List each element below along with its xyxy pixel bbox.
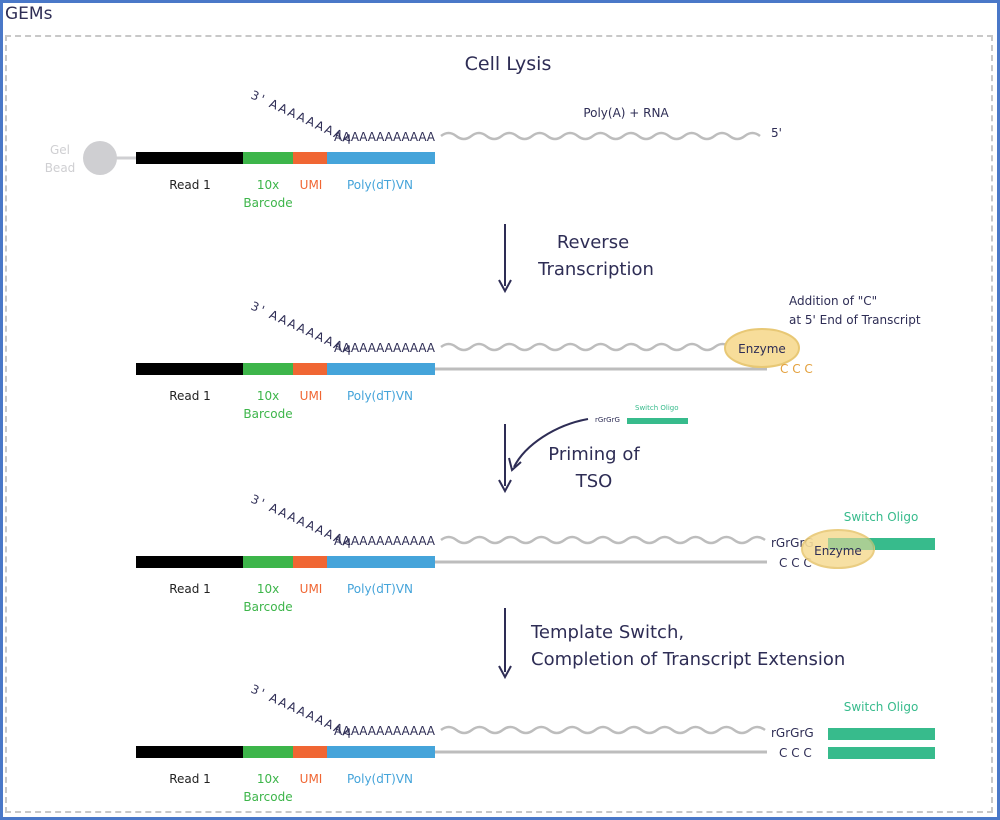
segment-label: 10x — [257, 178, 279, 192]
panel-title: GEMs — [5, 4, 53, 24]
polya-tail-char: ' — [258, 303, 266, 317]
segment-poly-dt-vn — [327, 363, 435, 375]
polya-tail-char: ' — [258, 686, 266, 700]
tso-small-label: Switch Oligo — [635, 404, 679, 412]
row4-switch-oligo-bar-top — [828, 728, 935, 740]
segment-umi — [293, 556, 327, 568]
segment-umi — [293, 152, 327, 164]
segment-label: Read 1 — [169, 178, 211, 192]
segment-10x-barcode — [243, 152, 293, 164]
row4-rgrgrg: rGrGrG — [771, 726, 814, 740]
segment-10x-barcode — [243, 556, 293, 568]
segment-label: Barcode — [243, 790, 292, 804]
step-title-reverse-transcription-line2: Transcription — [537, 259, 654, 280]
segment-read-1 — [136, 746, 243, 758]
segment-read-1 — [136, 152, 243, 164]
segment-label: Barcode — [243, 407, 292, 421]
step-title-template-switch-line2: Completion of Transcript Extension — [531, 649, 845, 670]
curved-priming-arrow — [508, 418, 589, 472]
segment-label: Poly(dT)VN — [347, 582, 413, 596]
gel-bead-label-line1: Gel — [50, 143, 70, 157]
addition-note-line2: at 5' End of Transcript — [789, 313, 921, 327]
segment-label: Poly(dT)VN — [347, 178, 413, 192]
gem-droplet-boundary — [5, 35, 993, 813]
enzyme-tso-label: Enzyme — [814, 544, 862, 558]
row3-switch-oligo-label: Switch Oligo — [844, 510, 919, 524]
polya-tail-straight: AAAAAAAAAAAA — [334, 341, 436, 355]
gel-bead-label-line2: Bead — [45, 161, 76, 175]
tso-small-rgrgrg: rGrGrG — [595, 416, 620, 424]
step-arrow-template-switch — [498, 608, 512, 680]
segment-umi — [293, 363, 327, 375]
row4-ccc: C C C — [779, 746, 812, 760]
segment-poly-dt-vn — [327, 152, 435, 164]
polya-tail-char: ' — [258, 496, 266, 510]
segment-10x-barcode — [243, 746, 293, 758]
mrna-strand — [440, 131, 761, 141]
enzyme-rt — [724, 328, 800, 368]
enzyme-tso — [801, 529, 875, 569]
segment-label: Barcode — [243, 196, 292, 210]
segment-label: UMI — [300, 772, 323, 786]
segment-label: 10x — [257, 772, 279, 786]
segment-label: Poly(dT)VN — [347, 389, 413, 403]
gel-bead — [83, 141, 136, 175]
segment-label: Read 1 — [169, 582, 211, 596]
segment-poly-dt-vn — [327, 556, 435, 568]
step-title-priming-line2: TSO — [575, 471, 613, 492]
segment-label: 10x — [257, 582, 279, 596]
step-arrow-priming-tso — [498, 424, 512, 494]
segment-read-1 — [136, 363, 243, 375]
segment-label: Barcode — [243, 600, 292, 614]
polya-tail-straight: AAAAAAAAAAAA — [334, 724, 436, 738]
addition-note-line1: Addition of "C" — [789, 294, 877, 308]
ccc-orange: C C C — [780, 362, 813, 376]
segment-label: UMI — [300, 178, 323, 192]
segment-umi — [293, 746, 327, 758]
mrna-strand — [440, 725, 766, 735]
step-title-cell-lysis: Cell Lysis — [465, 53, 552, 75]
row4-switch-oligo-bar-bottom — [828, 747, 935, 759]
segment-read-1 — [136, 556, 243, 568]
mrna-strand — [440, 535, 766, 545]
polya-tail-straight: AAAAAAAAAAAA — [334, 534, 436, 548]
enzyme-rt-label: Enzyme — [738, 342, 786, 356]
segment-label: Read 1 — [169, 772, 211, 786]
segment-label: UMI — [300, 389, 323, 403]
polya-tail-char: ' — [258, 92, 266, 106]
five-prime-label: 5' — [771, 126, 782, 140]
step-title-template-switch-line1: Template Switch, — [530, 622, 684, 643]
step-title-reverse-transcription-line1: Reverse — [557, 232, 629, 253]
row4-switch-oligo-label: Switch Oligo — [844, 700, 919, 714]
step-arrow-reverse-transcription — [498, 224, 512, 294]
segment-label: 10x — [257, 389, 279, 403]
polya-tail-straight: AAAAAAAAAAAA — [334, 130, 436, 144]
segment-poly-dt-vn — [327, 746, 435, 758]
mrna-strand — [440, 342, 731, 352]
segment-label: Read 1 — [169, 389, 211, 403]
step-title-priming-line1: Priming of — [548, 444, 640, 465]
tso-small-bar — [627, 418, 688, 424]
rna-label: Poly(A) + RNA — [583, 106, 669, 120]
row3-ccc: C C C — [779, 556, 812, 570]
segment-label: Poly(dT)VN — [347, 772, 413, 786]
segment-label: UMI — [300, 582, 323, 596]
segment-10x-barcode — [243, 363, 293, 375]
